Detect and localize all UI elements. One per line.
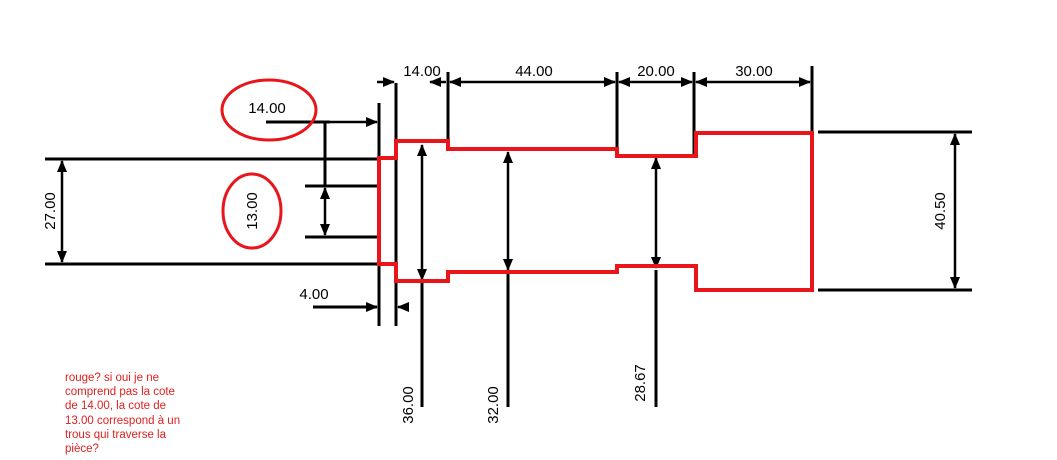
dim-13-circled: 13.00	[244, 192, 261, 230]
dim-4: 4.00	[299, 286, 328, 303]
question-note: rouge? si oui je ne comprend pas la cote…	[65, 371, 215, 456]
note-line: 13.00 correspond à un	[65, 414, 181, 427]
note-line: pièce?	[65, 443, 99, 456]
note-line: de 14.00, la cote de	[65, 400, 167, 413]
note-line: rouge? si oui je ne	[65, 372, 159, 384]
dim-14-top: 14.00	[403, 63, 441, 80]
dim-28-67: 28.67	[632, 364, 649, 402]
dim-20: 20.00	[637, 63, 675, 80]
dim-14-circled: 14.00	[248, 100, 286, 117]
highlight-circle-14	[220, 78, 318, 142]
dim-27: 27.00	[42, 192, 59, 230]
extension-lines	[45, 66, 972, 407]
dimension-lines	[57, 77, 960, 312]
highlight-circle-13	[221, 172, 283, 250]
dim-36: 36.00	[400, 386, 417, 424]
part-outline	[377, 131, 814, 292]
dim-44: 44.00	[515, 63, 553, 80]
dim-32: 32.00	[485, 386, 502, 424]
note-line: trous qui traverse la	[65, 428, 166, 441]
dim-40-50: 40.50	[932, 192, 949, 230]
dim-30: 30.00	[735, 63, 773, 80]
note-line: comprend pas la cote	[65, 386, 175, 399]
